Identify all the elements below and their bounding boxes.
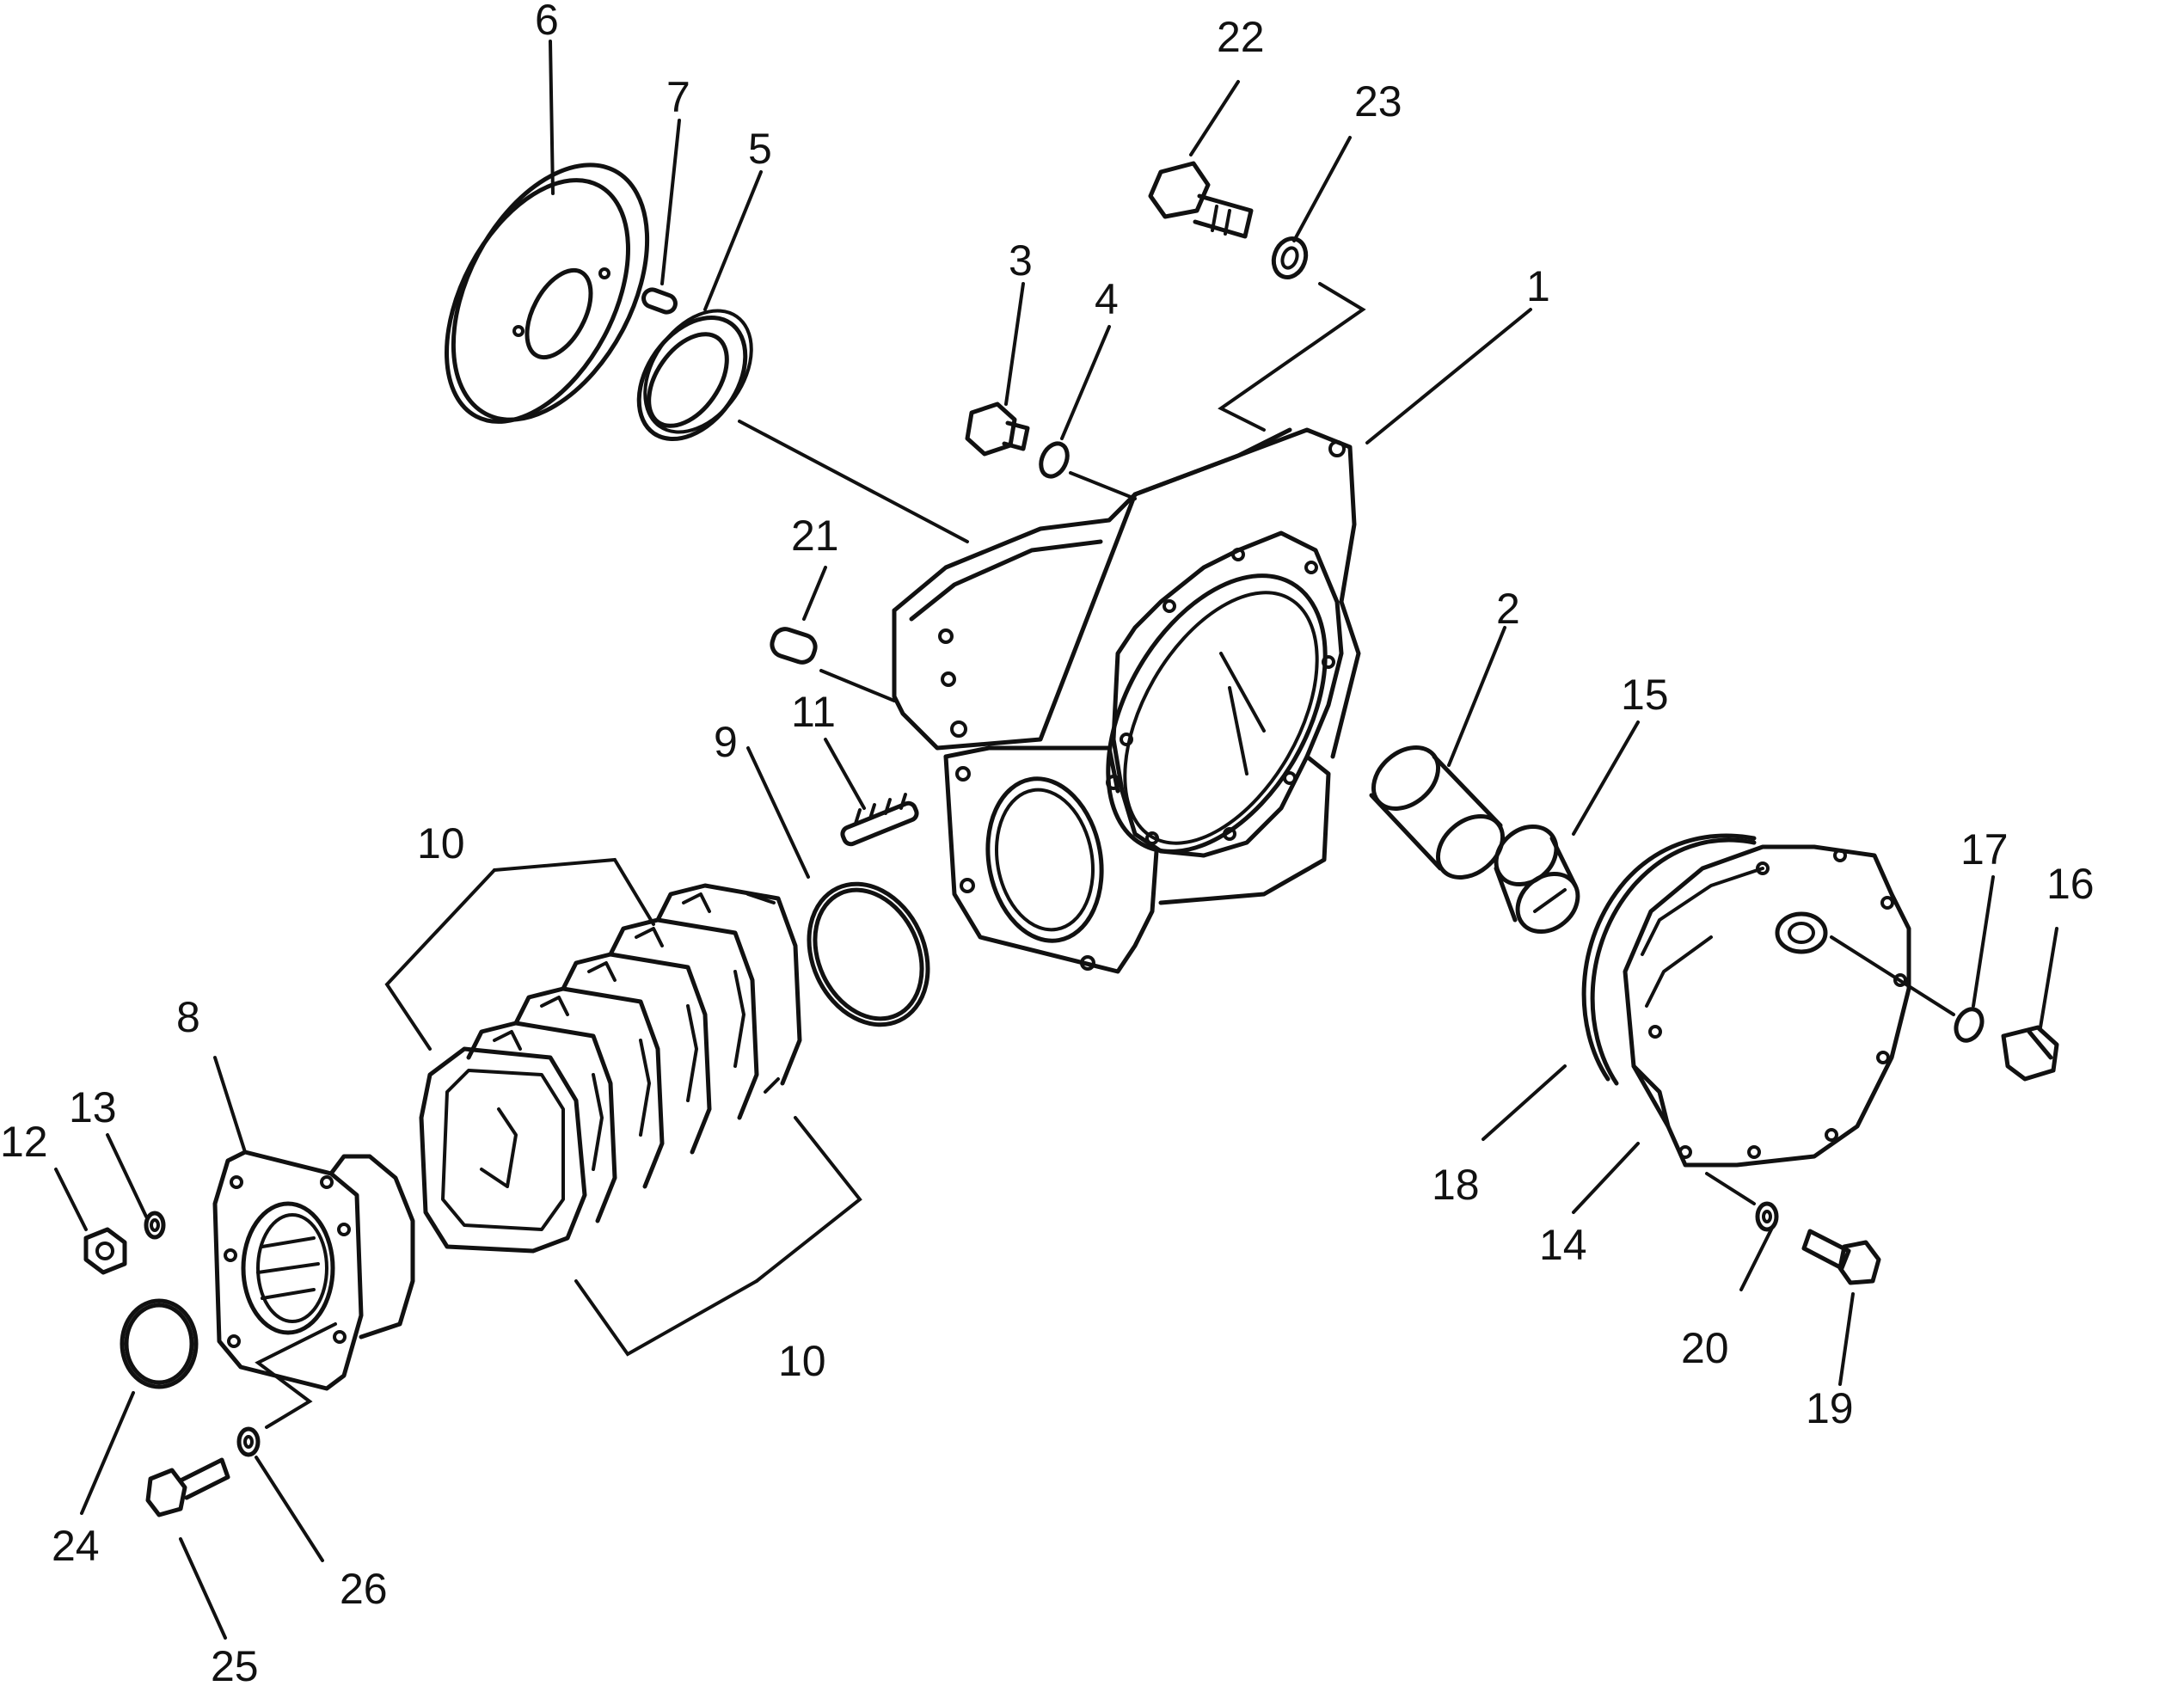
part-25-bolt — [145, 1457, 230, 1517]
part-14-cover — [1623, 844, 1911, 1168]
part-24-o-ring — [120, 1298, 199, 1389]
label-9: 9 — [714, 718, 738, 766]
label-12: 12 — [0, 1118, 48, 1166]
label-3: 3 — [1009, 236, 1033, 285]
part-11-stud — [840, 793, 919, 847]
part-12-nut — [83, 1227, 127, 1275]
label-7: 7 — [666, 73, 690, 121]
part-9-o-ring — [807, 881, 930, 1027]
label-20: 20 — [1681, 1324, 1729, 1372]
part-21-dowel — [770, 627, 818, 665]
label-1: 1 — [1526, 262, 1550, 310]
label-2: 2 — [1496, 585, 1520, 633]
label-6: 6 — [535, 0, 559, 44]
part-4-o-ring — [1039, 441, 1070, 479]
part-7-pin — [641, 287, 678, 315]
label-11: 11 — [791, 688, 836, 736]
part-18-o-ring — [1581, 833, 1757, 1086]
part-2-sleeve — [1369, 745, 1506, 880]
part-13-washer — [144, 1211, 166, 1240]
callout-labels: 6 7 5 22 23 3 4 1 21 2 15 11 9 10 17 16 … — [0, 0, 2095, 1686]
part-8-cage — [212, 1150, 415, 1391]
part-3-plug — [965, 402, 1030, 457]
label-10-bottom: 10 — [778, 1337, 826, 1385]
label-8: 8 — [176, 993, 200, 1041]
part-15-bushing — [1494, 824, 1580, 935]
label-15: 15 — [1621, 671, 1669, 719]
part-26-washer — [236, 1426, 261, 1457]
label-23: 23 — [1354, 77, 1402, 126]
label-16: 16 — [2046, 860, 2095, 908]
part-19-bolt — [1801, 1229, 1881, 1285]
part-5-bearing — [636, 309, 753, 442]
label-21: 21 — [791, 512, 839, 560]
part-20-washer — [1755, 1201, 1779, 1232]
label-10-top: 10 — [417, 819, 465, 868]
label-18: 18 — [1432, 1161, 1480, 1209]
label-19: 19 — [1806, 1384, 1854, 1432]
part-17-o-ring — [1954, 1007, 1985, 1043]
label-4: 4 — [1095, 275, 1119, 323]
label-24: 24 — [52, 1522, 100, 1570]
label-13: 13 — [69, 1083, 117, 1131]
label-5: 5 — [748, 125, 772, 173]
leader-lines — [54, 40, 2058, 1640]
part-23-washer — [1271, 236, 1309, 279]
label-25: 25 — [211, 1642, 259, 1686]
part-1-housing — [892, 427, 1361, 974]
label-22: 22 — [1217, 13, 1265, 61]
part-6-plate — [445, 162, 650, 424]
label-14: 14 — [1539, 1221, 1587, 1269]
label-17: 17 — [1960, 825, 2009, 874]
part-16-plug — [2001, 1025, 2059, 1082]
label-26: 26 — [340, 1565, 388, 1613]
part-10-shims — [419, 883, 802, 1254]
part-22-bolt — [1148, 161, 1254, 239]
